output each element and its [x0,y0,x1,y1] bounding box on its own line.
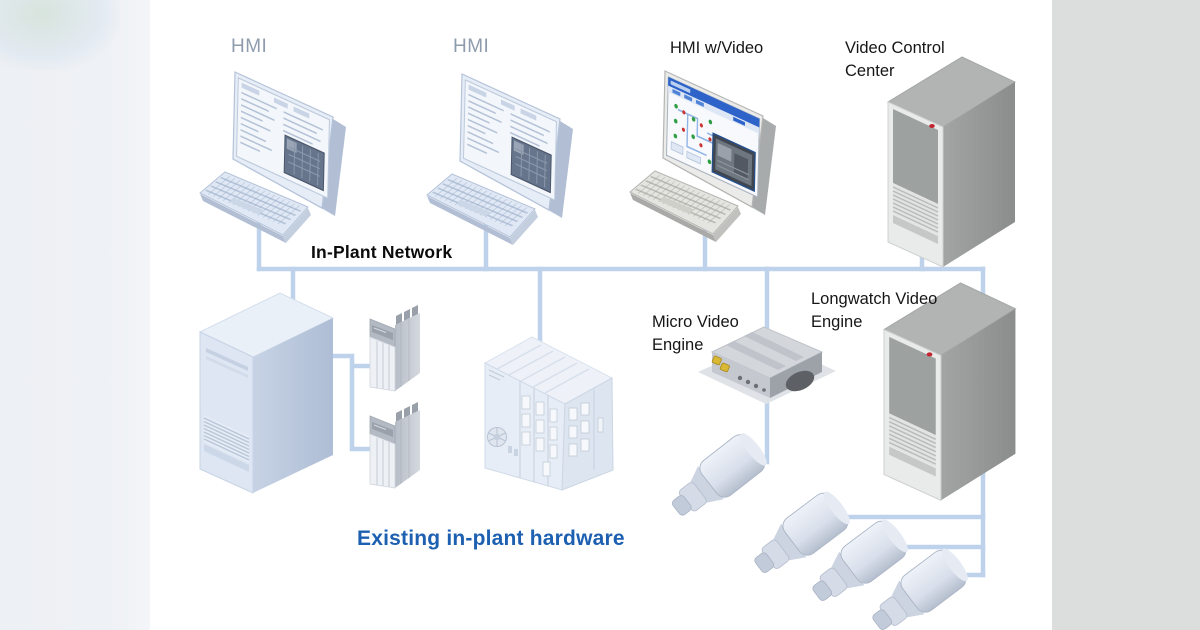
left-margin-band [0,0,150,630]
drive-module-icon [369,401,421,489]
existing-hardware-caption: Existing in-plant hardware [357,527,625,550]
micro-video-engine-label: Micro Video Engine [652,313,739,354]
in-plant-network-label: In-Plant Network [311,242,453,262]
encoder-box-icon [698,326,836,404]
hmi2-label: HMI [453,36,490,57]
longwatch-video-engine-label: Longwatch Video Engine [811,290,938,331]
workstation-video-icon [629,70,776,242]
drive-module-icon [369,304,421,392]
cctv-camera-icon [662,427,773,528]
hmi1-label: HMI [231,36,268,57]
tower-pc-icon [198,292,335,494]
right-margin-band [1052,0,1200,630]
plc-controller-icon [483,336,614,491]
hmi-video-label: HMI w/Video [670,39,764,57]
tower-to-drives-line [329,353,372,452]
video-control-center-label: Video Control Center [845,39,945,80]
server-tower-icon [887,56,1016,268]
workstation-icon [199,71,347,244]
workstation-icon [426,73,574,246]
